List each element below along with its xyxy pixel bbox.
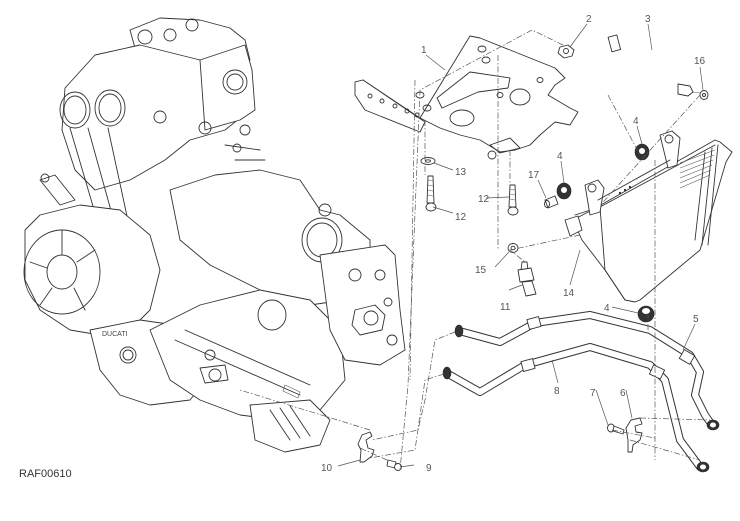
grommet-part-4a xyxy=(634,143,650,161)
callout-2: 2 xyxy=(586,14,592,25)
callout-5: 5 xyxy=(693,314,699,325)
callout-9: 9 xyxy=(426,463,432,474)
nut-part-2 xyxy=(557,44,575,59)
callout-6: 6 xyxy=(620,388,626,399)
sealing-washer-part-15 xyxy=(507,243,519,253)
callout-1: 1 xyxy=(421,45,427,56)
washer-part-13 xyxy=(420,157,436,165)
grommet-part-4b xyxy=(556,182,572,200)
screw-part-12b xyxy=(507,184,519,216)
leader-lines xyxy=(337,23,704,468)
drawing-code: RAF00610 xyxy=(19,468,72,480)
pressure-switch-part-11 xyxy=(517,261,537,297)
oil-hose-part-8 xyxy=(442,343,710,473)
callout-12b: 12 xyxy=(478,194,490,205)
callout-14: 14 xyxy=(563,288,575,299)
callout-17: 17 xyxy=(528,170,540,181)
grommet-part-4c xyxy=(637,305,655,323)
svg-text:DUCATI: DUCATI xyxy=(102,331,128,338)
screw-part-9 xyxy=(386,459,402,471)
hose-clip-part-10 xyxy=(357,431,375,463)
callout-13: 13 xyxy=(455,167,467,178)
callout-7: 7 xyxy=(590,388,596,399)
callout-10: 10 xyxy=(321,463,333,474)
callout-labels: 1 2 3 4 4 4 5 6 7 8 9 10 11 12 12 13 14 … xyxy=(321,14,706,474)
callout-16: 16 xyxy=(694,56,706,67)
callout-11: 11 xyxy=(500,302,511,313)
callout-4b: 4 xyxy=(557,151,563,162)
oil-cooler-part-14 xyxy=(564,130,733,303)
callout-12a: 12 xyxy=(455,212,467,223)
assembly-dash-lines xyxy=(239,29,711,471)
hose-clip-part-6 xyxy=(625,417,643,453)
spacer-part-17 xyxy=(544,195,559,209)
screw-part-12a xyxy=(425,175,437,212)
washer-part-16 xyxy=(699,90,709,100)
engine-drawing: DUCATI xyxy=(23,17,406,453)
callout-4c: 4 xyxy=(604,303,610,314)
sensor-cable-part-3 xyxy=(607,34,701,97)
callout-8: 8 xyxy=(554,386,560,397)
bracket-part-1 xyxy=(354,35,579,160)
screw-part-7 xyxy=(607,423,625,435)
callout-3: 3 xyxy=(645,14,651,25)
callout-15: 15 xyxy=(475,265,487,276)
oil-hose-part-5 xyxy=(454,311,720,431)
callout-4a: 4 xyxy=(633,116,639,127)
